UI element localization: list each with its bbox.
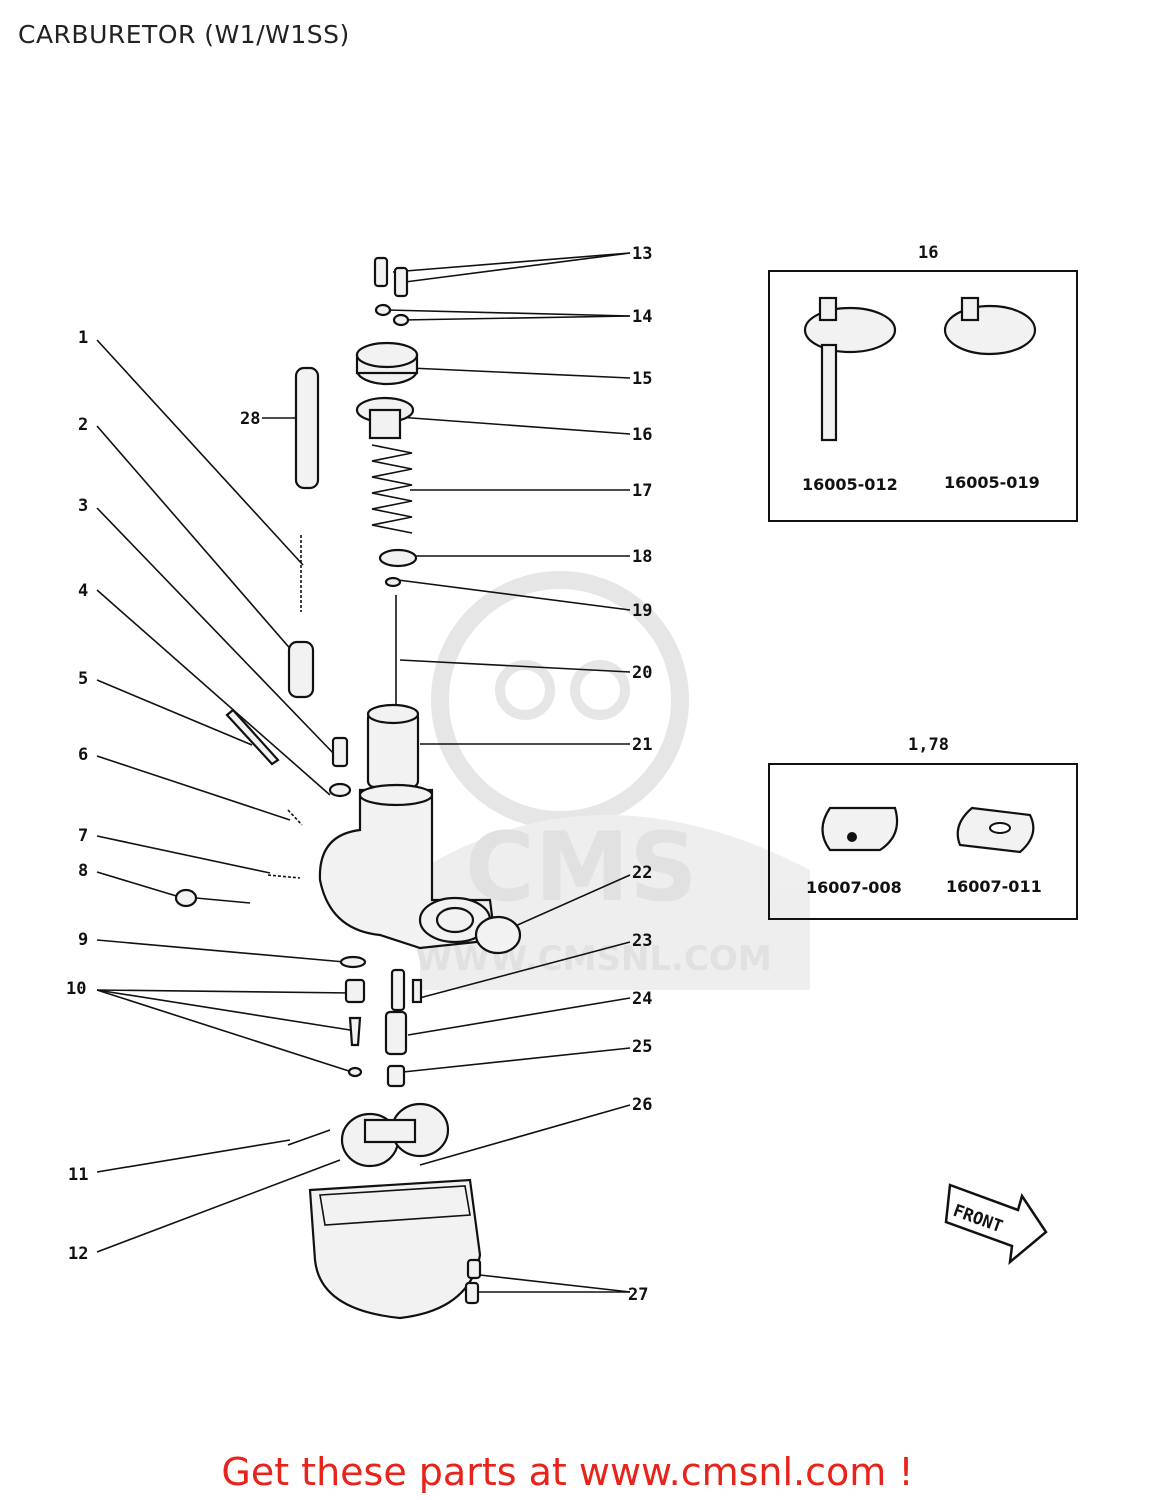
inset-178-code-2: 16007-011 bbox=[946, 877, 1042, 896]
watermark-brand: CMS bbox=[465, 813, 698, 923]
footer-link-text[interactable]: Get these parts at www.cmsnl.com ! bbox=[0, 1450, 1162, 1494]
inset-16: 16 16005-012 16005-019 bbox=[768, 243, 1078, 522]
callout-16: 16 bbox=[632, 425, 652, 445]
watermark-url: WWW.CMSNL.COM bbox=[415, 939, 772, 979]
inset-16-code-1: 16005-012 bbox=[802, 475, 898, 494]
callout-17: 17 bbox=[632, 481, 652, 501]
callout-labels: 1 2 3 4 5 6 7 8 9 10 11 12 13 14 15 16 1… bbox=[66, 244, 652, 1305]
cms-watermark: CMS WWW.CMSNL.COM bbox=[415, 571, 810, 990]
inset-178-title: 1,78 bbox=[908, 735, 949, 755]
callout-14: 14 bbox=[632, 307, 652, 327]
callout-27: 27 bbox=[628, 1285, 648, 1305]
callout-21: 21 bbox=[632, 735, 652, 755]
callout-7: 7 bbox=[78, 826, 88, 846]
inset-16-title: 16 bbox=[918, 243, 938, 263]
callout-13: 13 bbox=[632, 244, 652, 264]
callout-28: 28 bbox=[240, 409, 260, 429]
callout-9: 9 bbox=[78, 930, 88, 950]
leader-lines bbox=[96, 252, 631, 1293]
inset-178-code-1: 16007-008 bbox=[806, 878, 902, 897]
callout-22: 22 bbox=[632, 863, 652, 883]
callout-8: 8 bbox=[78, 861, 88, 881]
callout-24: 24 bbox=[632, 989, 652, 1009]
callout-3: 3 bbox=[78, 496, 88, 516]
parts bbox=[174, 256, 522, 1320]
callout-4: 4 bbox=[78, 581, 88, 601]
callout-1: 1 bbox=[78, 328, 88, 348]
callout-5: 5 bbox=[78, 669, 88, 689]
callout-12: 12 bbox=[68, 1244, 88, 1264]
callout-23: 23 bbox=[632, 931, 652, 951]
inset-16-code-2: 16005-019 bbox=[944, 473, 1040, 492]
callout-25: 25 bbox=[632, 1037, 652, 1057]
callout-10: 10 bbox=[66, 979, 86, 999]
callout-19: 19 bbox=[632, 601, 652, 621]
callout-15: 15 bbox=[632, 369, 652, 389]
callout-20: 20 bbox=[632, 663, 652, 683]
callout-18: 18 bbox=[632, 547, 652, 567]
front-arrow-icon: FRONT bbox=[944, 1183, 1048, 1265]
footer-text: Get these parts at www.cmsnl.com ! bbox=[221, 1450, 914, 1494]
callout-2: 2 bbox=[78, 415, 88, 435]
callout-11: 11 bbox=[68, 1165, 88, 1185]
callout-6: 6 bbox=[78, 745, 88, 765]
callout-26: 26 bbox=[632, 1095, 652, 1115]
inset-178: 1,78 16007-008 16007-011 bbox=[768, 735, 1078, 920]
page-title: CARBURETOR (W1/W1SS) bbox=[18, 20, 350, 49]
